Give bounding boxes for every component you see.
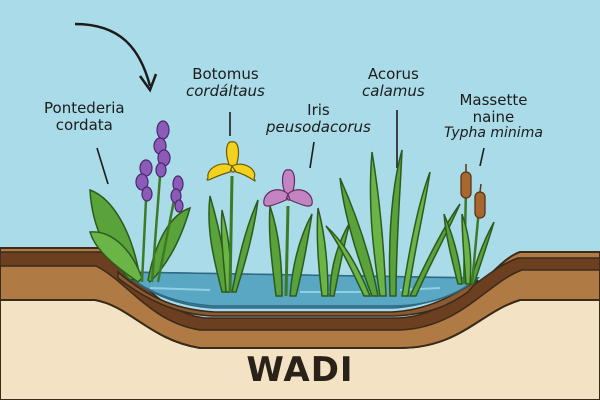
label-typha-scientific: Typha minima	[444, 124, 543, 141]
label-pontederia: Pontederia cordata	[44, 100, 125, 134]
label-acorus: Acorus calamus	[362, 66, 425, 100]
butomus-plant	[206, 141, 259, 293]
pontederia-plant	[89, 120, 192, 284]
label-acorus-common: Acorus	[367, 65, 419, 83]
label-typha: Massette naine Typha minima	[444, 92, 543, 141]
leader-iris	[309, 141, 315, 169]
arrow-head	[138, 73, 158, 93]
label-iris: Iris peusodacorus	[266, 102, 371, 136]
label-iris-common: Iris	[307, 101, 330, 119]
label-typha-line1: Massette	[459, 91, 528, 109]
label-butomus-common: Botomus	[192, 65, 259, 83]
iris-plant	[263, 169, 351, 297]
label-pontederia-line1: Pontederia	[44, 99, 125, 117]
diagram-title: WADI	[246, 350, 354, 390]
label-acorus-scientific: calamus	[362, 81, 425, 100]
label-butomus: Botomus cordáltaus	[186, 66, 265, 100]
label-pontederia-line2: cordata	[55, 115, 113, 134]
basin-soil	[117, 270, 479, 317]
label-typha-line2: naine	[472, 107, 515, 126]
label-iris-scientific: peusodacorus	[266, 117, 371, 136]
leader-pontederia	[96, 147, 109, 185]
curved-arrow	[74, 22, 152, 87]
typha-plant	[443, 164, 495, 285]
label-butomus-scientific: cordáltaus	[186, 81, 265, 100]
leader-typha	[479, 147, 485, 167]
